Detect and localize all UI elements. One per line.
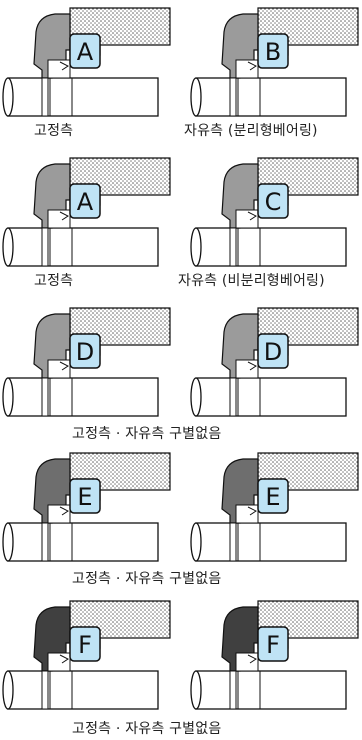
seal-lip bbox=[247, 654, 257, 664]
shaft-end bbox=[2, 77, 14, 117]
collar bbox=[41, 377, 49, 417]
ring-section bbox=[49, 227, 73, 267]
inner-ring bbox=[235, 359, 259, 379]
shaft bbox=[7, 77, 159, 117]
seal-lip bbox=[59, 506, 69, 516]
label-box bbox=[69, 478, 101, 514]
ring-section bbox=[237, 377, 261, 417]
collar bbox=[229, 670, 237, 710]
bearing-figure-left-1: A bbox=[2, 7, 171, 117]
label-box bbox=[69, 183, 101, 219]
ring-section bbox=[49, 670, 73, 710]
collar bbox=[229, 227, 237, 267]
caption-row3: 고정측 · 자유측 구별없음 bbox=[72, 426, 222, 442]
seal-lip bbox=[59, 654, 69, 664]
collar bbox=[41, 77, 49, 117]
shaft bbox=[195, 522, 347, 562]
inner-ring bbox=[235, 59, 259, 79]
label-box bbox=[69, 33, 101, 69]
label-letter: A bbox=[77, 38, 94, 66]
label-letter: A bbox=[77, 188, 94, 216]
shaft-end bbox=[190, 227, 202, 267]
inner-ring bbox=[47, 59, 71, 79]
shaft-end bbox=[190, 522, 202, 562]
ring-section bbox=[49, 522, 73, 562]
bearing-figure-right-1: B bbox=[190, 7, 359, 117]
shaft-end bbox=[190, 670, 202, 710]
bearing-figure-right-5: F bbox=[190, 600, 359, 710]
bearing-figure-left-2: A bbox=[2, 157, 171, 267]
label-letter: C bbox=[265, 188, 282, 216]
shaft bbox=[7, 670, 159, 710]
shaft-end bbox=[2, 522, 14, 562]
inner-ring bbox=[47, 652, 71, 672]
inner-ring bbox=[235, 652, 259, 672]
caption-row5: 고정측 · 자유측 구별없음 bbox=[72, 721, 222, 737]
bearing-figure-right-4: E bbox=[190, 452, 359, 562]
ring-section bbox=[237, 227, 261, 267]
collar bbox=[41, 227, 49, 267]
label-letter: D bbox=[264, 338, 282, 366]
seal-lip bbox=[59, 61, 69, 71]
caption-row2-right: 자유측 (비분리형베어링) bbox=[178, 273, 325, 289]
ring-section bbox=[49, 377, 73, 417]
ring-section bbox=[237, 77, 261, 117]
bearing-figure-right-3: D bbox=[190, 307, 359, 417]
bearing-figure-left-5: F bbox=[2, 600, 171, 710]
shaft-end bbox=[2, 377, 14, 417]
seal-lip bbox=[59, 361, 69, 371]
label-box bbox=[257, 183, 289, 219]
label-box bbox=[257, 626, 289, 662]
label-letter: E bbox=[265, 483, 280, 511]
inner-ring bbox=[235, 504, 259, 524]
shaft bbox=[195, 670, 347, 710]
bearing-figure-right-2: C bbox=[190, 157, 359, 267]
inner-ring bbox=[235, 209, 259, 229]
shaft-end bbox=[2, 227, 14, 267]
label-letter: B bbox=[265, 38, 281, 66]
ring-section bbox=[237, 522, 261, 562]
label-box bbox=[257, 33, 289, 69]
seal-lip bbox=[247, 361, 257, 371]
inner-ring bbox=[47, 209, 71, 229]
inner-ring bbox=[47, 504, 71, 524]
collar bbox=[41, 670, 49, 710]
shaft bbox=[7, 227, 159, 267]
seal-lip bbox=[59, 211, 69, 221]
inner-ring bbox=[47, 359, 71, 379]
shaft-end bbox=[190, 377, 202, 417]
label-box bbox=[69, 333, 101, 369]
caption-row2-left: 고정측 bbox=[34, 273, 74, 289]
shaft bbox=[7, 522, 159, 562]
caption-row4: 고정측 · 자유측 구별없음 bbox=[72, 571, 222, 587]
seal-lip bbox=[247, 506, 257, 516]
label-box bbox=[69, 626, 101, 662]
label-box bbox=[257, 333, 289, 369]
collar bbox=[41, 522, 49, 562]
ring-section bbox=[49, 77, 73, 117]
caption-row1-left: 고정측 bbox=[34, 123, 74, 139]
shaft bbox=[195, 77, 347, 117]
label-letter: D bbox=[76, 338, 94, 366]
seal-lip bbox=[247, 61, 257, 71]
bearing-figure-left-3: D bbox=[2, 307, 171, 417]
collar bbox=[229, 522, 237, 562]
seal-lip bbox=[247, 211, 257, 221]
shaft bbox=[195, 227, 347, 267]
label-letter: E bbox=[77, 483, 92, 511]
shaft bbox=[195, 377, 347, 417]
ring-section bbox=[237, 670, 261, 710]
shaft bbox=[7, 377, 159, 417]
collar bbox=[229, 77, 237, 117]
shaft-end bbox=[2, 670, 14, 710]
caption-row1-right: 자유측 (분리형베어링) bbox=[184, 123, 318, 139]
bearing-figure-left-4: E bbox=[2, 452, 171, 562]
collar bbox=[229, 377, 237, 417]
shaft-end bbox=[190, 77, 202, 117]
label-letter: F bbox=[78, 631, 92, 659]
label-letter: F bbox=[266, 631, 280, 659]
label-box bbox=[257, 478, 289, 514]
